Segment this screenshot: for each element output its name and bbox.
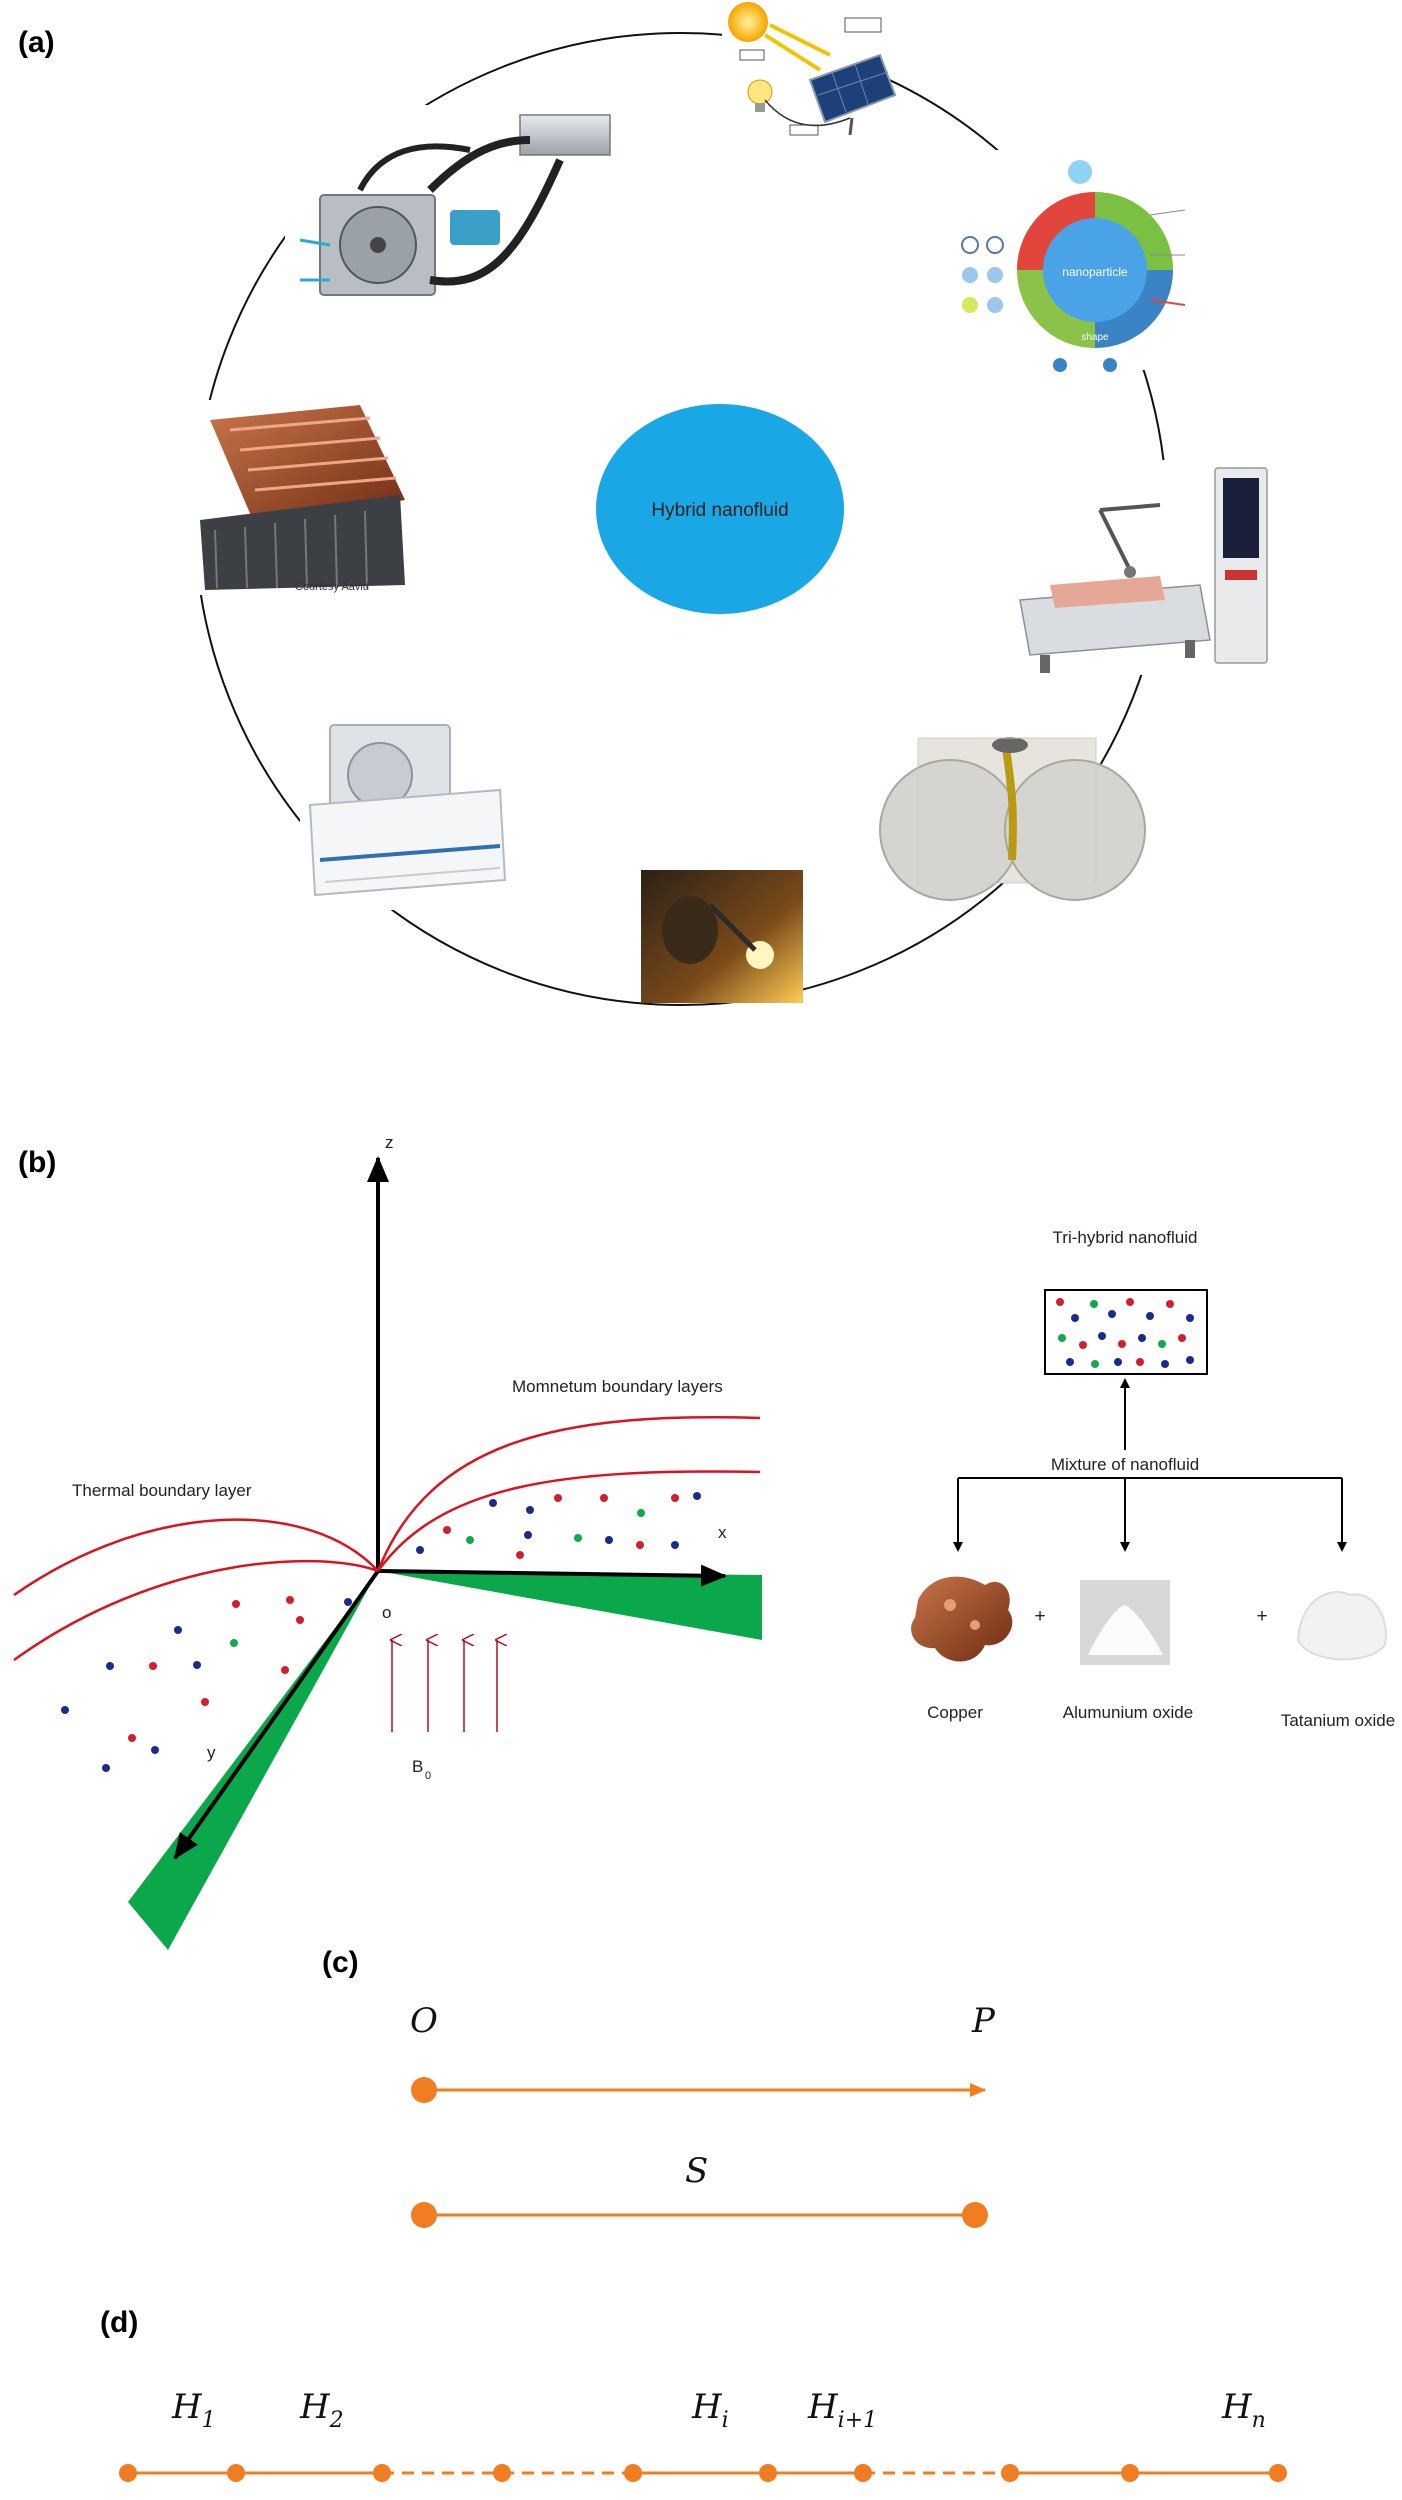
medical-equipment-image bbox=[1008, 460, 1268, 675]
stretching-sheet-y bbox=[128, 1571, 378, 1950]
node-label-Hn: Hn bbox=[1221, 2387, 1266, 2433]
copper-image bbox=[911, 1576, 1013, 1662]
momentum-boundary-curve-inner bbox=[376, 1470, 761, 1572]
node-marker bbox=[373, 2464, 391, 2482]
point-O-label: O bbox=[410, 2001, 438, 2041]
node-markers bbox=[119, 2464, 1287, 2482]
car-radiator-image bbox=[285, 105, 615, 310]
thermal-boundary-curve-outer bbox=[13, 1518, 379, 1597]
origin-label: o bbox=[382, 1603, 391, 1622]
magnetic-field-subscript: 0 bbox=[425, 1770, 431, 1782]
trihybrid-label: Tri-hybrid nanofluid bbox=[1053, 1228, 1198, 1247]
plus-sign-2: + bbox=[1256, 1606, 1267, 1627]
point-O-marker bbox=[411, 2077, 437, 2103]
magnetic-field-label: B bbox=[412, 1757, 423, 1776]
nanoparticle-center-label: nanoparticle bbox=[1062, 265, 1128, 279]
material-alumina: Alumunium oxide bbox=[1063, 1703, 1193, 1722]
magnetic-field-arrows bbox=[392, 1640, 497, 1732]
mixture-label: Mixture of nanofluid bbox=[1051, 1455, 1199, 1474]
material-copper: Copper bbox=[927, 1703, 983, 1722]
heat-sink-image: Courtesy Aavid bbox=[190, 400, 410, 595]
trihybrid-particles bbox=[1056, 1298, 1194, 1368]
hybrid-nanofluid-label: Hybrid nanofluid bbox=[651, 500, 788, 521]
thermal-boundary-curve-inner bbox=[13, 1559, 379, 1662]
node-label-H2: H2 bbox=[299, 2387, 344, 2433]
x-axis bbox=[377, 1564, 727, 1587]
node-marker bbox=[493, 2464, 511, 2482]
node-marker bbox=[1121, 2464, 1139, 2482]
panel-c-label: (c) bbox=[322, 1946, 359, 1979]
solar-panel-image bbox=[722, 0, 897, 138]
alumina-powder bbox=[1088, 1605, 1163, 1655]
segment-S-label: S bbox=[685, 2151, 708, 2191]
momentum-boundary-label: Momnetum boundary layers bbox=[512, 1377, 723, 1396]
hybrid-nanofluid-ellipse bbox=[596, 404, 844, 614]
node-marker bbox=[227, 2464, 245, 2482]
x-axis-label: x bbox=[718, 1523, 727, 1542]
node-marker bbox=[1269, 2464, 1287, 2482]
particles-x-region bbox=[416, 1492, 701, 1559]
segment-S-end bbox=[962, 2202, 988, 2228]
panel-b-label: (b) bbox=[18, 1146, 56, 1179]
node-marker bbox=[759, 2464, 777, 2482]
y-axis-label: y bbox=[207, 1743, 216, 1762]
panel-a-label: (a) bbox=[18, 26, 55, 59]
thermal-boundary-label: Thermal boundary layer bbox=[72, 1481, 252, 1500]
heat-sink-caption: Courtesy Aavid bbox=[295, 581, 369, 593]
welding-image bbox=[641, 870, 803, 1003]
node-label-Hi: Hi bbox=[691, 2387, 729, 2433]
point-P-label: P bbox=[971, 2001, 996, 2041]
z-axis-label: z bbox=[385, 1133, 394, 1152]
node-label-Hi1: Hi+1 bbox=[807, 2387, 877, 2433]
material-titania: Tatanium oxide bbox=[1281, 1711, 1395, 1730]
node-label-H1: H1 bbox=[171, 2387, 216, 2433]
node-marker bbox=[119, 2464, 137, 2482]
nanoparticle-shape-label: shape bbox=[1081, 332, 1109, 343]
plus-sign-1: + bbox=[1034, 1606, 1045, 1627]
stretching-sheet-x bbox=[378, 1571, 762, 1640]
nanoparticle-infographic-image: nanoparticle shape bbox=[952, 150, 1186, 372]
node-marker bbox=[1001, 2464, 1019, 2482]
momentum-boundary-curve-outer bbox=[376, 1416, 761, 1572]
node-marker bbox=[624, 2464, 642, 2482]
lubrication-gears-image bbox=[879, 737, 1146, 901]
panel-d-label: (d) bbox=[100, 2306, 138, 2339]
titania-powder bbox=[1296, 1591, 1387, 1661]
y-axis bbox=[173, 1569, 380, 1860]
air-conditioner-image bbox=[300, 710, 510, 910]
particles-y-region bbox=[61, 1596, 352, 1772]
segment-S-start bbox=[411, 2202, 437, 2228]
node-marker bbox=[854, 2464, 872, 2482]
